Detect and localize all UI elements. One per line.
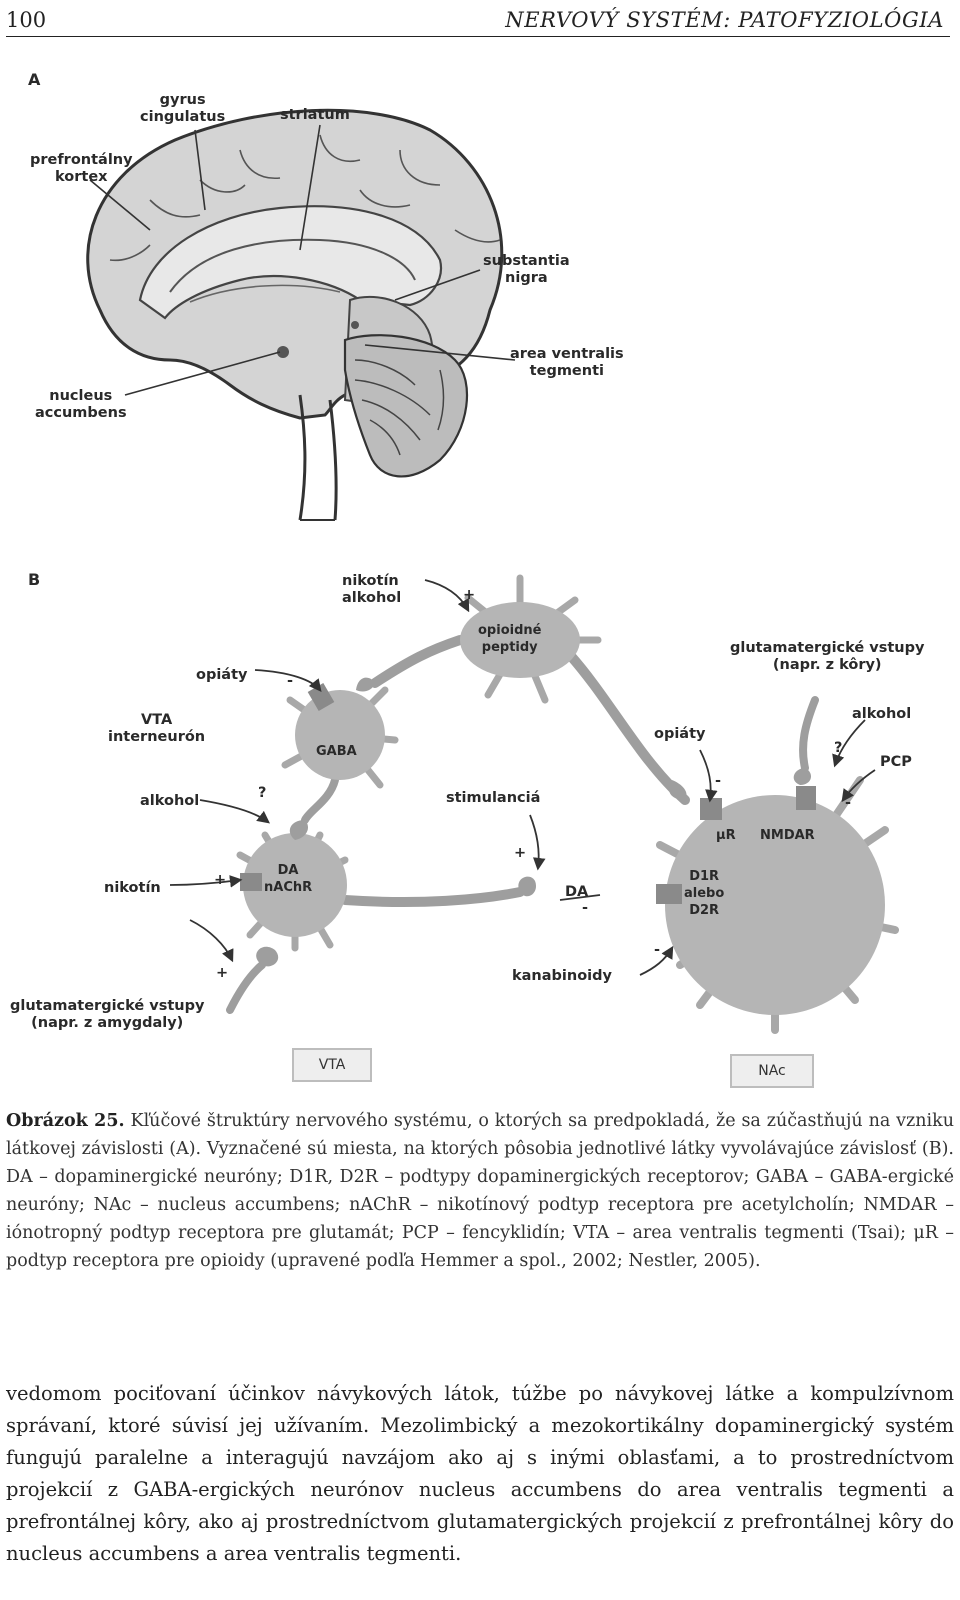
sign-nikotin-da: + bbox=[214, 872, 227, 888]
panel-b-letter: B bbox=[28, 570, 41, 589]
panel-b-arrows bbox=[169, 579, 876, 976]
panel-a-letter: A bbox=[28, 70, 41, 89]
sign-alkohol-gaba: ? bbox=[258, 785, 267, 801]
vta-box: VTA bbox=[292, 1048, 372, 1082]
label-opiaty-nac: opiáty bbox=[654, 726, 706, 742]
nac-box: NAc bbox=[730, 1054, 814, 1088]
da-neuron bbox=[236, 831, 349, 952]
label-mu-receptor: μR bbox=[716, 828, 736, 843]
page-number: 100 bbox=[6, 8, 47, 32]
label-nmdar: NMDAR bbox=[760, 828, 815, 843]
label-substantia-nigra: substantia nigra bbox=[483, 253, 570, 286]
panel-a-leader-lines bbox=[89, 124, 516, 396]
sign-opiaty-mur: - bbox=[715, 773, 722, 789]
label-nucleus-accumbens: nucleus accumbens bbox=[35, 388, 127, 421]
label-glutamatergic-inputs-amygdala: glutamatergické vstupy (napr. z amygdaly… bbox=[10, 998, 205, 1031]
label-vta-interneuron: VTA interneurón bbox=[108, 712, 206, 745]
label-kanabinoidy: kanabinoidy bbox=[512, 968, 612, 984]
label-nikotin-alkohol: nikotín alkohol bbox=[342, 573, 402, 606]
brain-sagittal bbox=[86, 108, 504, 521]
sign-stimulancia: + bbox=[514, 845, 527, 861]
label-gyrus-cingulatus: gyrus cingulatus bbox=[140, 92, 226, 125]
nac-neuron bbox=[656, 776, 899, 1034]
label-da-release: DA bbox=[565, 884, 589, 900]
running-title: NERVOVÝ SYSTÉM: PATOFYZIOLÓGIA bbox=[505, 8, 944, 32]
figure-illustration bbox=[86, 108, 899, 1034]
label-stimulancia: stimulanciá bbox=[446, 790, 541, 806]
label-da-nachr: DA nAChR bbox=[264, 863, 313, 895]
label-pcp: PCP bbox=[880, 754, 912, 770]
label-nikotin-da: nikotín bbox=[104, 880, 161, 896]
label-d1r-d2r: D1R alebo D2R bbox=[684, 869, 725, 918]
label-alkohol-vta: alkohol bbox=[140, 793, 200, 809]
label-opioid-peptides: opioidné peptidy bbox=[478, 623, 542, 655]
page-header: 100 NERVOVÝ SYSTÉM: PATOFYZIOLÓGIA bbox=[6, 6, 950, 37]
label-alkohol-nac: alkohol bbox=[852, 706, 912, 722]
label-gaba: GABA bbox=[316, 744, 357, 759]
synaptic-terminals bbox=[256, 677, 812, 967]
label-striatum: striatum bbox=[280, 107, 350, 123]
label-area-ventralis-tegmenti: area ventralis tegmenti bbox=[510, 346, 624, 379]
sign-glut-amygdala: + bbox=[216, 965, 229, 981]
opioid-peptide-neuron bbox=[460, 574, 602, 704]
figure-caption: Obrázok 25. Kľúčové štruktúry nervového … bbox=[6, 1107, 954, 1275]
sign-opiaty-gaba: - bbox=[287, 673, 294, 689]
sign-pcp-nmdar: - bbox=[845, 795, 852, 811]
sign-alkohol-nmdar: ? bbox=[834, 740, 843, 756]
sign-da-synapse: - bbox=[582, 900, 589, 916]
label-prefrontal-cortex: prefrontálny kortex bbox=[30, 152, 133, 185]
label-glutamatergic-inputs-cortex: glutamatergické vstupy (napr. z kôry) bbox=[730, 640, 925, 673]
sign-nikotin-opioid: + bbox=[463, 587, 476, 603]
caption-label: Obrázok 25. bbox=[6, 1111, 125, 1131]
sign-kanabinoidy: - bbox=[654, 942, 661, 958]
label-opiaty-gaba: opiáty bbox=[196, 667, 248, 683]
body-paragraph: vedomom pociťovaní účinkov návykových lá… bbox=[6, 1382, 954, 1565]
gaba-interneuron bbox=[281, 682, 399, 789]
caption-text: Kľúčové štruktúry nervového systému, o k… bbox=[6, 1111, 954, 1271]
